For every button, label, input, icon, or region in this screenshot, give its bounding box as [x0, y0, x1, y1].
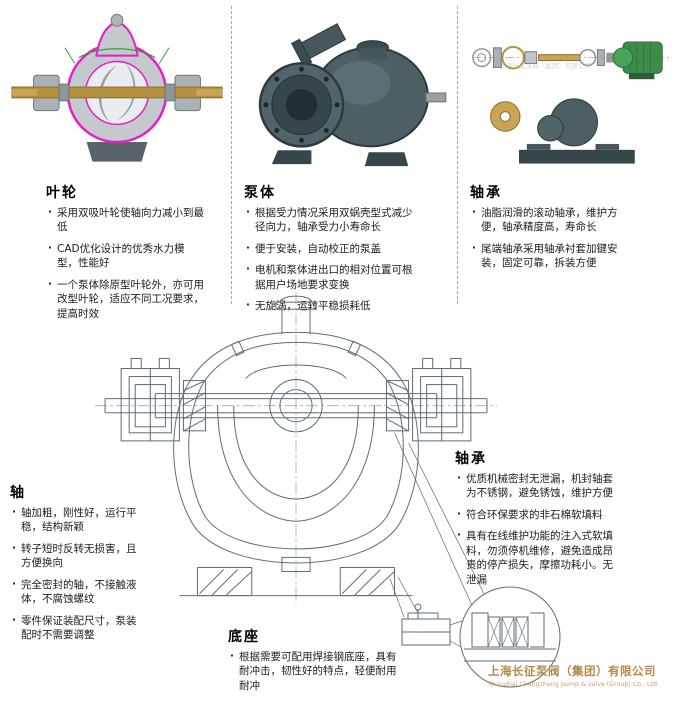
base-title: 底座 [228, 629, 260, 645]
bullet-item: 具有在线维护功能的注入式软填料，勿须停机维修，避免造成昂贵的停产损失，摩擦功耗小… [455, 528, 623, 587]
bearing-right-section: 轴承 优质机械密封无泄漏，机封轴套为不锈钢，避免锈蚀，维护方便 符合环保要求的非… [455, 440, 635, 594]
shaft-section: 轴 轴加粗，刚性好，运行平稳，结构新颖 转子短时反转无损害，且方便换向 完全密封… [10, 474, 144, 650]
bullet-item: 零件保证装配尺寸，泵装配时不需要调整 [10, 613, 138, 643]
bearing-panel: 轴承 油脂润滑的滚动轴承，维护方便，轴承精度高，寿命长 尾端轴承采用轴承衬套加键… [468, 6, 674, 278]
base-bullets: 根据需要可配用焊接钢底座，具有耐冲击，韧性好的特点，轻便耐用耐冲 [228, 649, 400, 693]
bullet-item: 电机和泵体进出口的相对位置可根据用户场地要求变换 [244, 262, 416, 292]
impeller-title: 叶轮 [46, 185, 78, 201]
shaft-bullets: 轴加粗，刚性好，运行平稳，结构新颖 转子短时反转无损害，且方便换向 完全密封的轴… [10, 505, 138, 643]
pump-body-title: 泵体 [244, 185, 276, 201]
bearing-top-bullets: 油脂润滑的滚动轴承，维护方便，轴承精度高，寿命长 尾端轴承采用轴承衬套加键安装，… [470, 205, 622, 271]
exploded-view-image [468, 6, 674, 174]
pump-body-bullets: 根据受力情况采用双蜗壳型式减少径向力，轴承受力小寿命长 便于安装，自动校正的泵盖… [244, 205, 416, 314]
bullet-item: 便于安装，自动校正的泵盖 [244, 241, 416, 256]
impeller-cutaway-image [10, 6, 224, 174]
bearing-right-title: 轴承 [455, 451, 487, 467]
bullet-item: CAD优化设计的优秀水力模型，性能好 [46, 241, 204, 271]
company-footer: 上海长征泵阀（集团）有限公司 Shanghai Changzheng pump … [488, 663, 678, 688]
bullet-item: 尾端轴承采用轴承衬套加键安装，固定可靠，拆装方便 [470, 241, 622, 271]
bullet-item: 符合环保要求的非石棉软填料 [455, 507, 623, 522]
company-name-cn: 上海长征泵阀（集团）有限公司 [488, 664, 656, 678]
bullet-item: 完全密封的轴，不接触液体，不腐蚀螺纹 [10, 577, 138, 607]
bullet-item: 采用双吸叶轮使轴向力减小到最低 [46, 205, 204, 235]
impeller-panel: 叶轮 采用双吸叶轮使轴向力减小到最低 CAD优化设计的优秀水力模型，性能好 一个… [10, 6, 224, 328]
bearing-right-bullets: 优质机械密封无泄漏，机封轴套为不锈钢，避免锈蚀，维护方便 符合环保要求的非石棉软… [455, 471, 623, 587]
column-separator-1 [231, 6, 232, 304]
pump-body-image [242, 6, 450, 174]
column-separator-2 [457, 6, 458, 304]
base-section: 底座 根据需要可配用焊接钢底座，具有耐冲击，韧性好的特点，轻便耐用耐冲 [228, 618, 406, 700]
pump-body-panel: 泵体 根据受力情况采用双蜗壳型式减少径向力，轴承受力小寿命长 便于安装，自动校正… [242, 6, 450, 321]
bullet-item: 根据受力情况采用双蜗壳型式减少径向力，轴承受力小寿命长 [244, 205, 416, 235]
bullet-item: 根据需要可配用焊接钢底座，具有耐冲击，韧性好的特点，轻便耐用耐冲 [228, 649, 400, 693]
impeller-bullets: 采用双吸叶轮使轴向力减小到最低 CAD优化设计的优秀水力模型，性能好 一个泵体除… [46, 205, 204, 321]
bullet-item: 转子短时反转无损害，且方便换向 [10, 541, 138, 571]
shaft-title: 轴 [10, 485, 26, 501]
pump-cross-section-drawing [95, 292, 497, 644]
bullet-item: 轴加粗，刚性好，运行平稳，结构新颖 [10, 505, 138, 535]
bullet-item: 优质机械密封无泄漏，机封轴套为不锈钢，避免锈蚀，维护方便 [455, 471, 623, 501]
bullet-item: 一个泵体除原型叶轮外，亦可用改型叶轮，适应不同工况要求，提高时效 [46, 277, 204, 321]
company-name-en: Shanghai Changzheng pump & valve (Group)… [488, 681, 660, 688]
bullet-item: 油脂润滑的滚动轴承，维护方便，轴承精度高，寿命长 [470, 205, 622, 235]
bearing-top-title: 轴承 [470, 185, 502, 201]
seal-detail-inset-drawing [388, 576, 568, 696]
